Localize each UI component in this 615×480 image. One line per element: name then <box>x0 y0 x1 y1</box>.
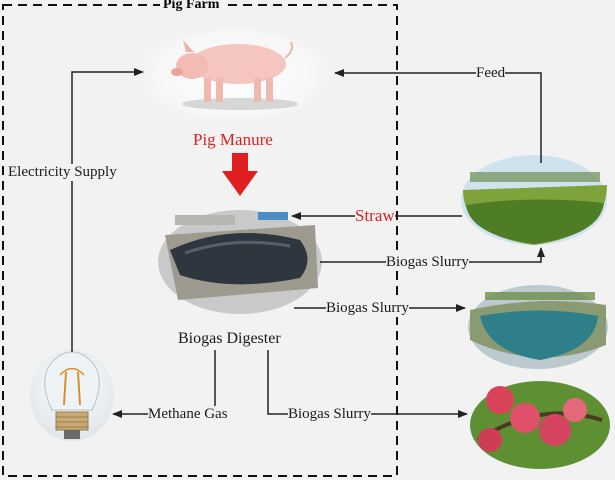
biogas-digester-label: Biogas Digester <box>178 330 281 347</box>
crop-field-image <box>461 155 607 245</box>
feed-label: Feed <box>476 65 506 82</box>
pig-farm-title: Pig Farm <box>160 0 223 13</box>
fruit-orchard-image <box>470 381 610 469</box>
biogas-slurry-field-label: Biogas Slurry <box>386 254 469 271</box>
electricity-supply-label: Electricity Supply <box>8 164 117 181</box>
manure-arrow <box>222 153 258 196</box>
pond-image <box>468 285 608 369</box>
biogas-slurry-pond-label: Biogas Slurry <box>326 300 409 317</box>
pig-manure-label: Pig Manure <box>193 130 273 149</box>
methane-connector <box>112 350 216 418</box>
straw-label: Straw <box>355 206 395 225</box>
methane-gas-label: Methane Gas <box>148 406 228 423</box>
electricity-connector <box>71 68 144 352</box>
digester-image <box>158 210 322 314</box>
pig-image <box>137 25 333 125</box>
light-bulb-icon <box>30 349 114 441</box>
biogas-slurry-orchard-label: Biogas Slurry <box>288 406 371 423</box>
feed-connector <box>334 69 542 163</box>
slurry-orchard-connector <box>267 350 468 418</box>
